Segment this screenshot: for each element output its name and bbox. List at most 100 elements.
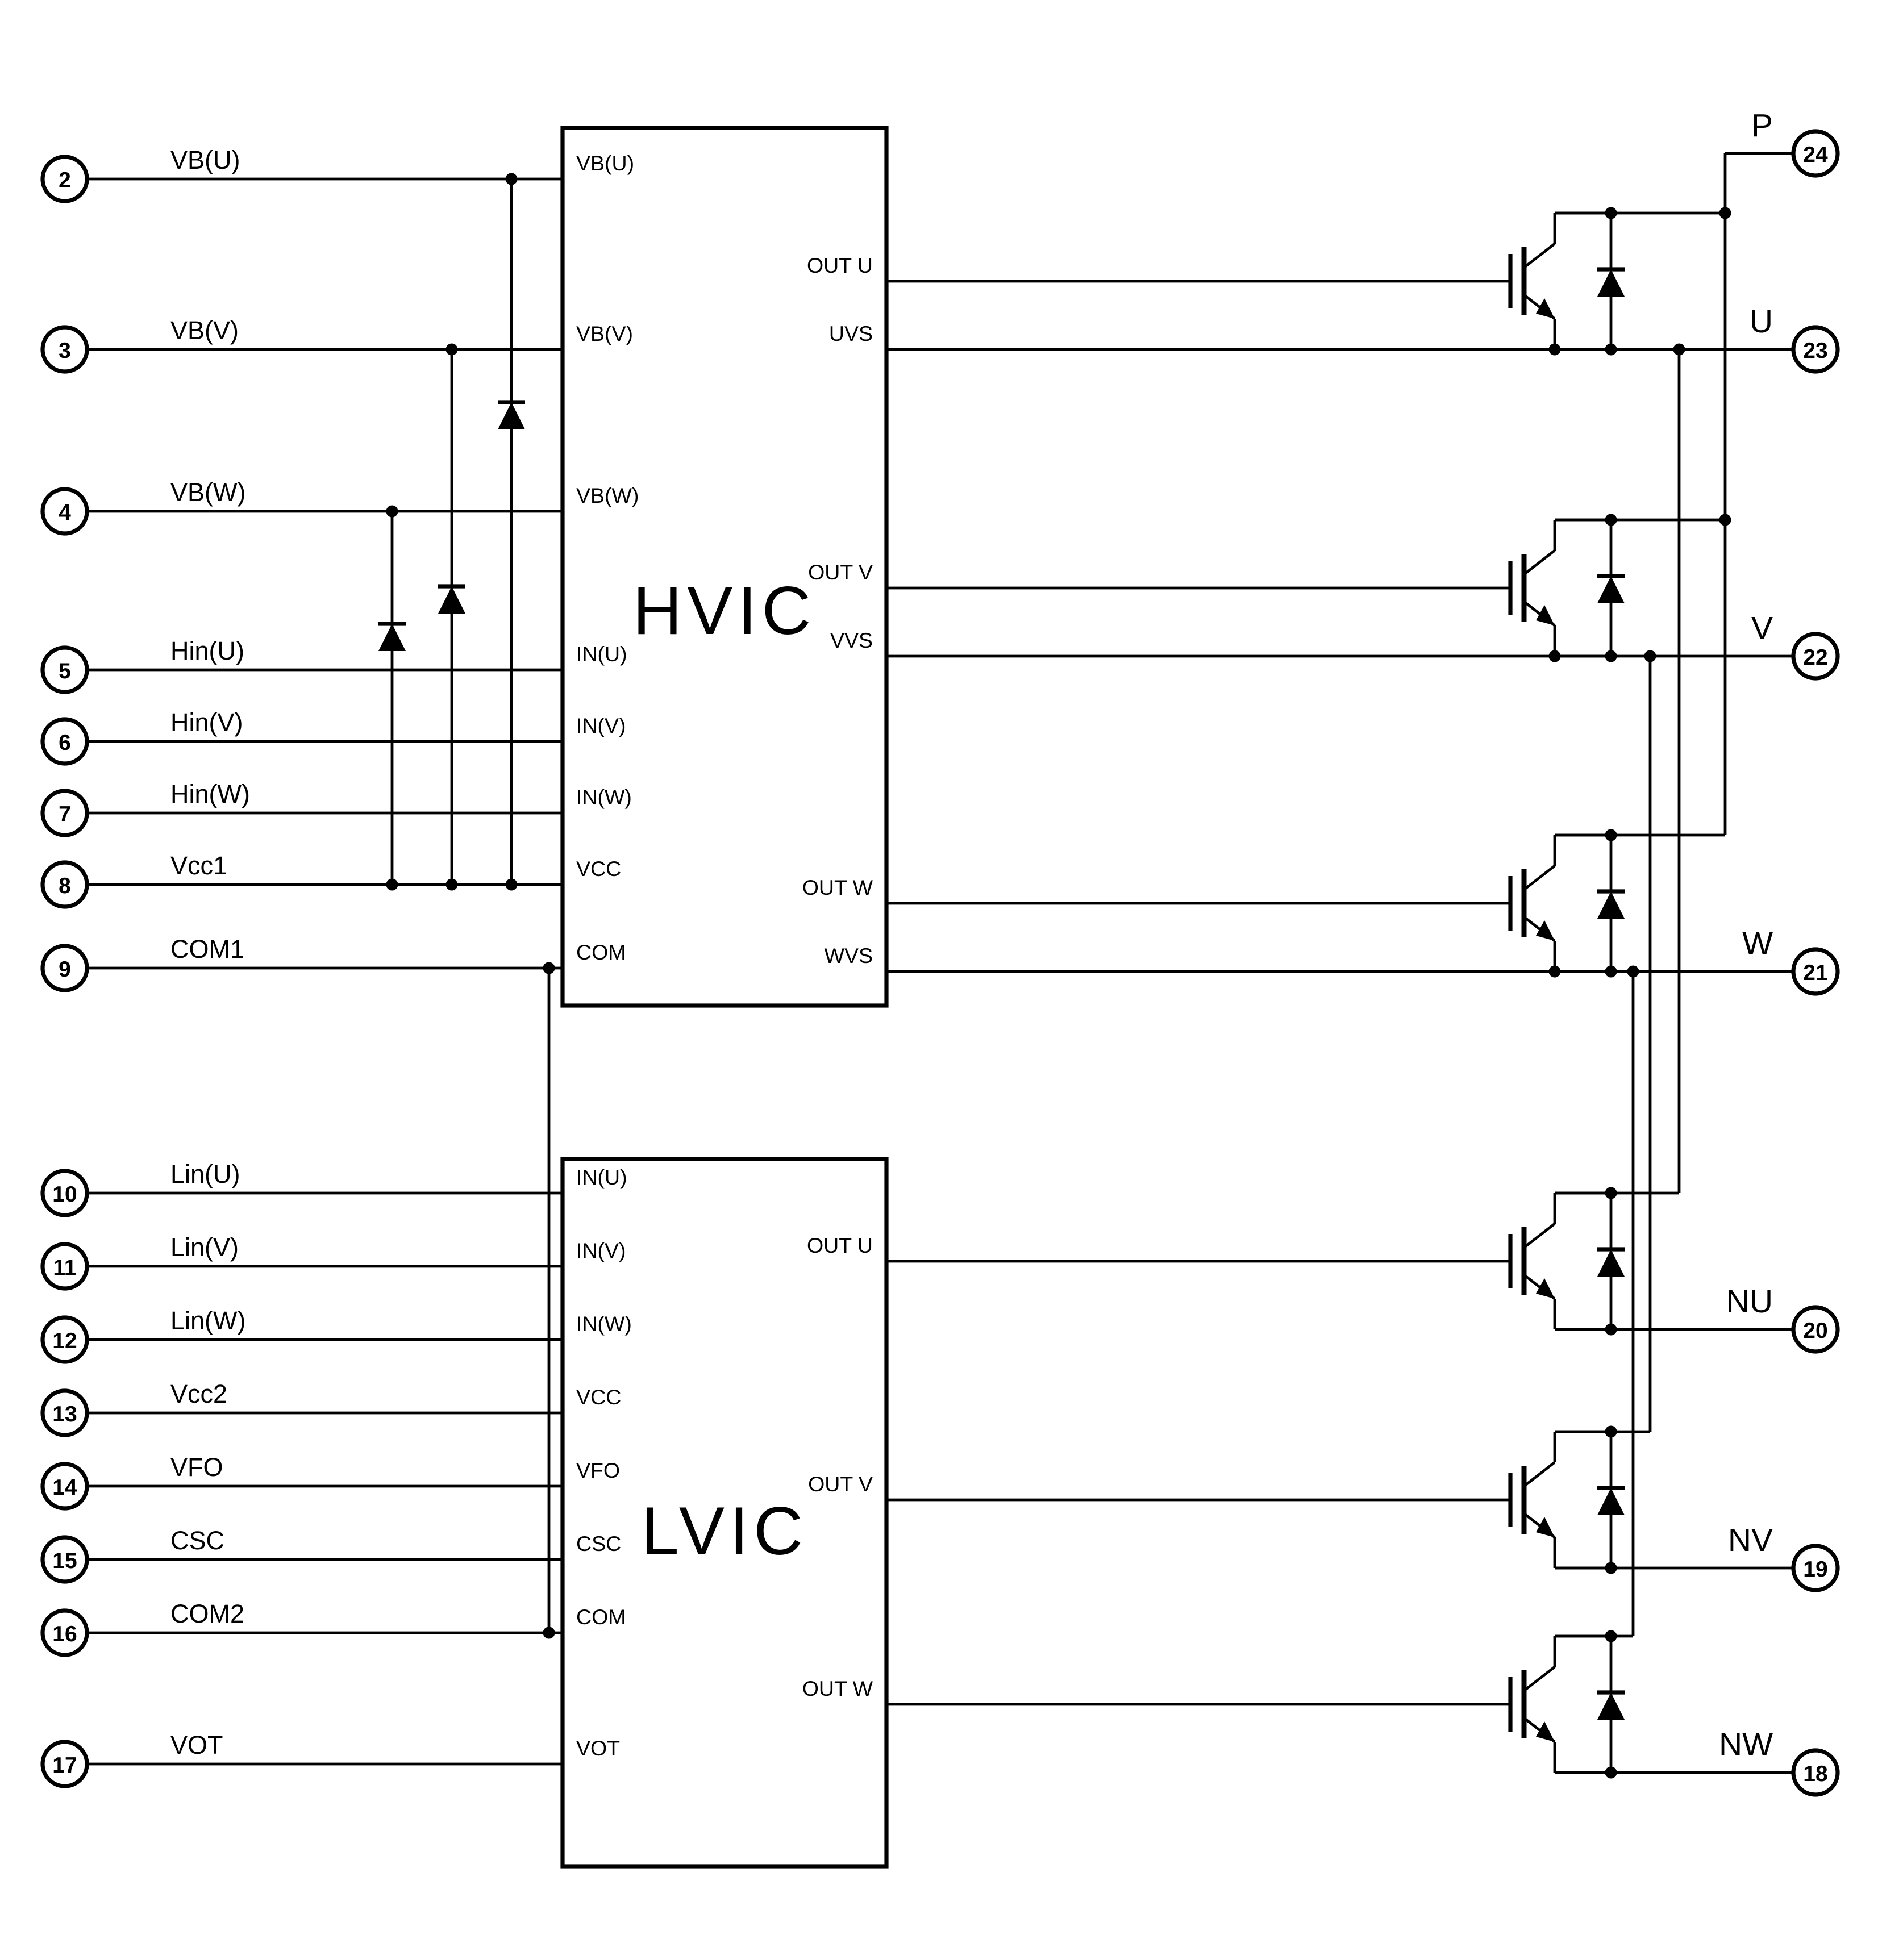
pin-19-label: NV [1728, 1522, 1773, 1558]
lvic-pin-vot: VOT [576, 1736, 620, 1760]
pin-24-label: P [1751, 107, 1773, 144]
pin-21-number: 21 [1803, 961, 1827, 985]
lvic-block: LVIC IN(U) IN(V) IN(W) VCC VFO CSC COM V… [560, 1157, 889, 1869]
igbt-high-side-u [1510, 213, 1625, 349]
left-pins: 2 VB(U) 3 VB(V) 4 VB(W) 5 Hin(U) 6 Hin(V… [40, 145, 250, 1788]
hvic-pin-wvs: WVS [825, 944, 873, 968]
lvic-pin-vfo: VFO [576, 1458, 620, 1482]
pin-3: 3 [40, 325, 89, 374]
pin-12-label: Lin(W) [170, 1306, 246, 1335]
junction-dots [386, 173, 1731, 1779]
igbt-high-side-w [1510, 835, 1625, 971]
hvic-pin-vcc: VCC [576, 857, 621, 881]
pin-19: 19 [1791, 1544, 1840, 1592]
lvic-pin-csc: CSC [576, 1532, 621, 1556]
pin-10: 10 [40, 1169, 89, 1217]
bootstrap-diode-u [498, 400, 525, 429]
lvic-pin-outw: OUT W [802, 1677, 873, 1700]
hvic-pin-inu: IN(U) [576, 642, 627, 666]
hvic-pin-inw: IN(W) [576, 785, 632, 809]
lvic-pin-inw: IN(W) [576, 1312, 632, 1336]
pin-2: 2 [40, 155, 89, 203]
hvic-block: HVIC VB(U) VB(V) VB(W) IN(U) IN(V) IN(W)… [560, 126, 889, 1008]
pin-22-label: V [1751, 610, 1773, 647]
hvic-pin-uvs: UVS [829, 322, 873, 345]
wires [87, 152, 1793, 1774]
pin-7-number: 7 [59, 802, 71, 827]
pin-23: 23 [1791, 325, 1840, 374]
pin-18: 18 [1791, 1748, 1840, 1797]
bootstrap-diode-w [378, 622, 406, 651]
right-pins: 24 P 23 U 22 V 21 W 20 NU 19 NV 18 NW [1719, 107, 1840, 1797]
pin-14-number: 14 [52, 1475, 77, 1500]
pin-13-label: Vcc2 [170, 1379, 227, 1408]
pin-4: 4 [40, 487, 89, 536]
hvic-pin-vbw: VB(W) [576, 483, 639, 507]
pin-6-label: Hin(V) [170, 708, 243, 737]
pin-20-label: NU [1726, 1283, 1773, 1320]
pin-18-label: NW [1719, 1727, 1773, 1763]
igbt-low-side-u [1510, 1193, 1625, 1329]
pin-8: 8 [40, 860, 89, 909]
hvic-pin-outu: OUT U [807, 253, 873, 277]
bootstrap-diode-v [438, 584, 465, 614]
hvic-pin-vbu: VB(U) [576, 151, 634, 175]
lvic-pin-inu: IN(U) [576, 1165, 627, 1189]
hvic-pin-vbv: VB(V) [576, 322, 633, 345]
pin-19-number: 19 [1803, 1557, 1827, 1582]
lvic-pin-inv: IN(V) [576, 1238, 626, 1262]
pin-5-number: 5 [59, 659, 71, 683]
hvic-pin-com: COM [576, 940, 626, 964]
pin-22: 22 [1791, 632, 1840, 681]
pin-5: 5 [40, 645, 89, 694]
pin-10-number: 10 [52, 1182, 77, 1207]
igbt-low-side-v [1510, 1432, 1625, 1568]
pin-4-label: VB(W) [170, 478, 245, 507]
pin-9-label: COM1 [170, 935, 244, 964]
pin-21-label: W [1742, 925, 1773, 962]
pin-9-number: 9 [59, 957, 71, 982]
pin-6-number: 6 [59, 731, 71, 755]
pin-12: 12 [40, 1315, 89, 1364]
pin-13: 13 [40, 1388, 89, 1437]
pin-2-label: VB(U) [170, 145, 240, 174]
lvic-pin-vcc: VCC [576, 1385, 621, 1409]
pin-16: 16 [40, 1608, 89, 1657]
pin-9: 9 [40, 944, 89, 992]
pin-13-number: 13 [52, 1402, 77, 1427]
pin-15: 15 [40, 1535, 89, 1584]
hvic-pin-vvs: VVS [830, 628, 873, 652]
pin-7-label: Hin(W) [170, 779, 250, 808]
pin-3-label: VB(V) [170, 316, 239, 345]
pin-10-label: Lin(U) [170, 1160, 240, 1188]
lvic-pin-outv: OUT V [808, 1472, 873, 1496]
pin-11-number: 11 [53, 1256, 76, 1280]
pin-14-label: VFO [170, 1453, 223, 1482]
lvic-pin-outu: OUT U [807, 1233, 873, 1257]
pin-23-label: U [1750, 303, 1773, 340]
pin-12-number: 12 [52, 1329, 77, 1353]
pin-7: 7 [40, 789, 89, 837]
pin-17-number: 17 [52, 1753, 77, 1778]
pin-18-number: 18 [1803, 1762, 1827, 1786]
pin-16-label: COM2 [170, 1599, 244, 1628]
pin-24-number: 24 [1803, 143, 1828, 167]
hvic-title: HVIC [633, 573, 817, 649]
hvic-pin-outv: OUT V [808, 560, 873, 584]
pin-21: 21 [1791, 947, 1840, 996]
hvic-pin-inv: IN(V) [576, 714, 626, 737]
pin-5-label: Hin(U) [170, 636, 244, 665]
lvic-title: LVIC [641, 1493, 808, 1569]
pin-20-number: 20 [1803, 1319, 1827, 1343]
pin-17-label: VOT [170, 1730, 223, 1759]
pin-4-number: 4 [59, 501, 71, 525]
pin-15-number: 15 [52, 1549, 77, 1573]
pin-8-number: 8 [59, 874, 71, 898]
igbt-high-side-v [1510, 520, 1625, 656]
pin-24: 24 [1791, 129, 1840, 178]
pin-14: 14 [40, 1462, 89, 1511]
pin-22-number: 22 [1803, 645, 1827, 670]
pin-16-number: 16 [52, 1622, 77, 1646]
